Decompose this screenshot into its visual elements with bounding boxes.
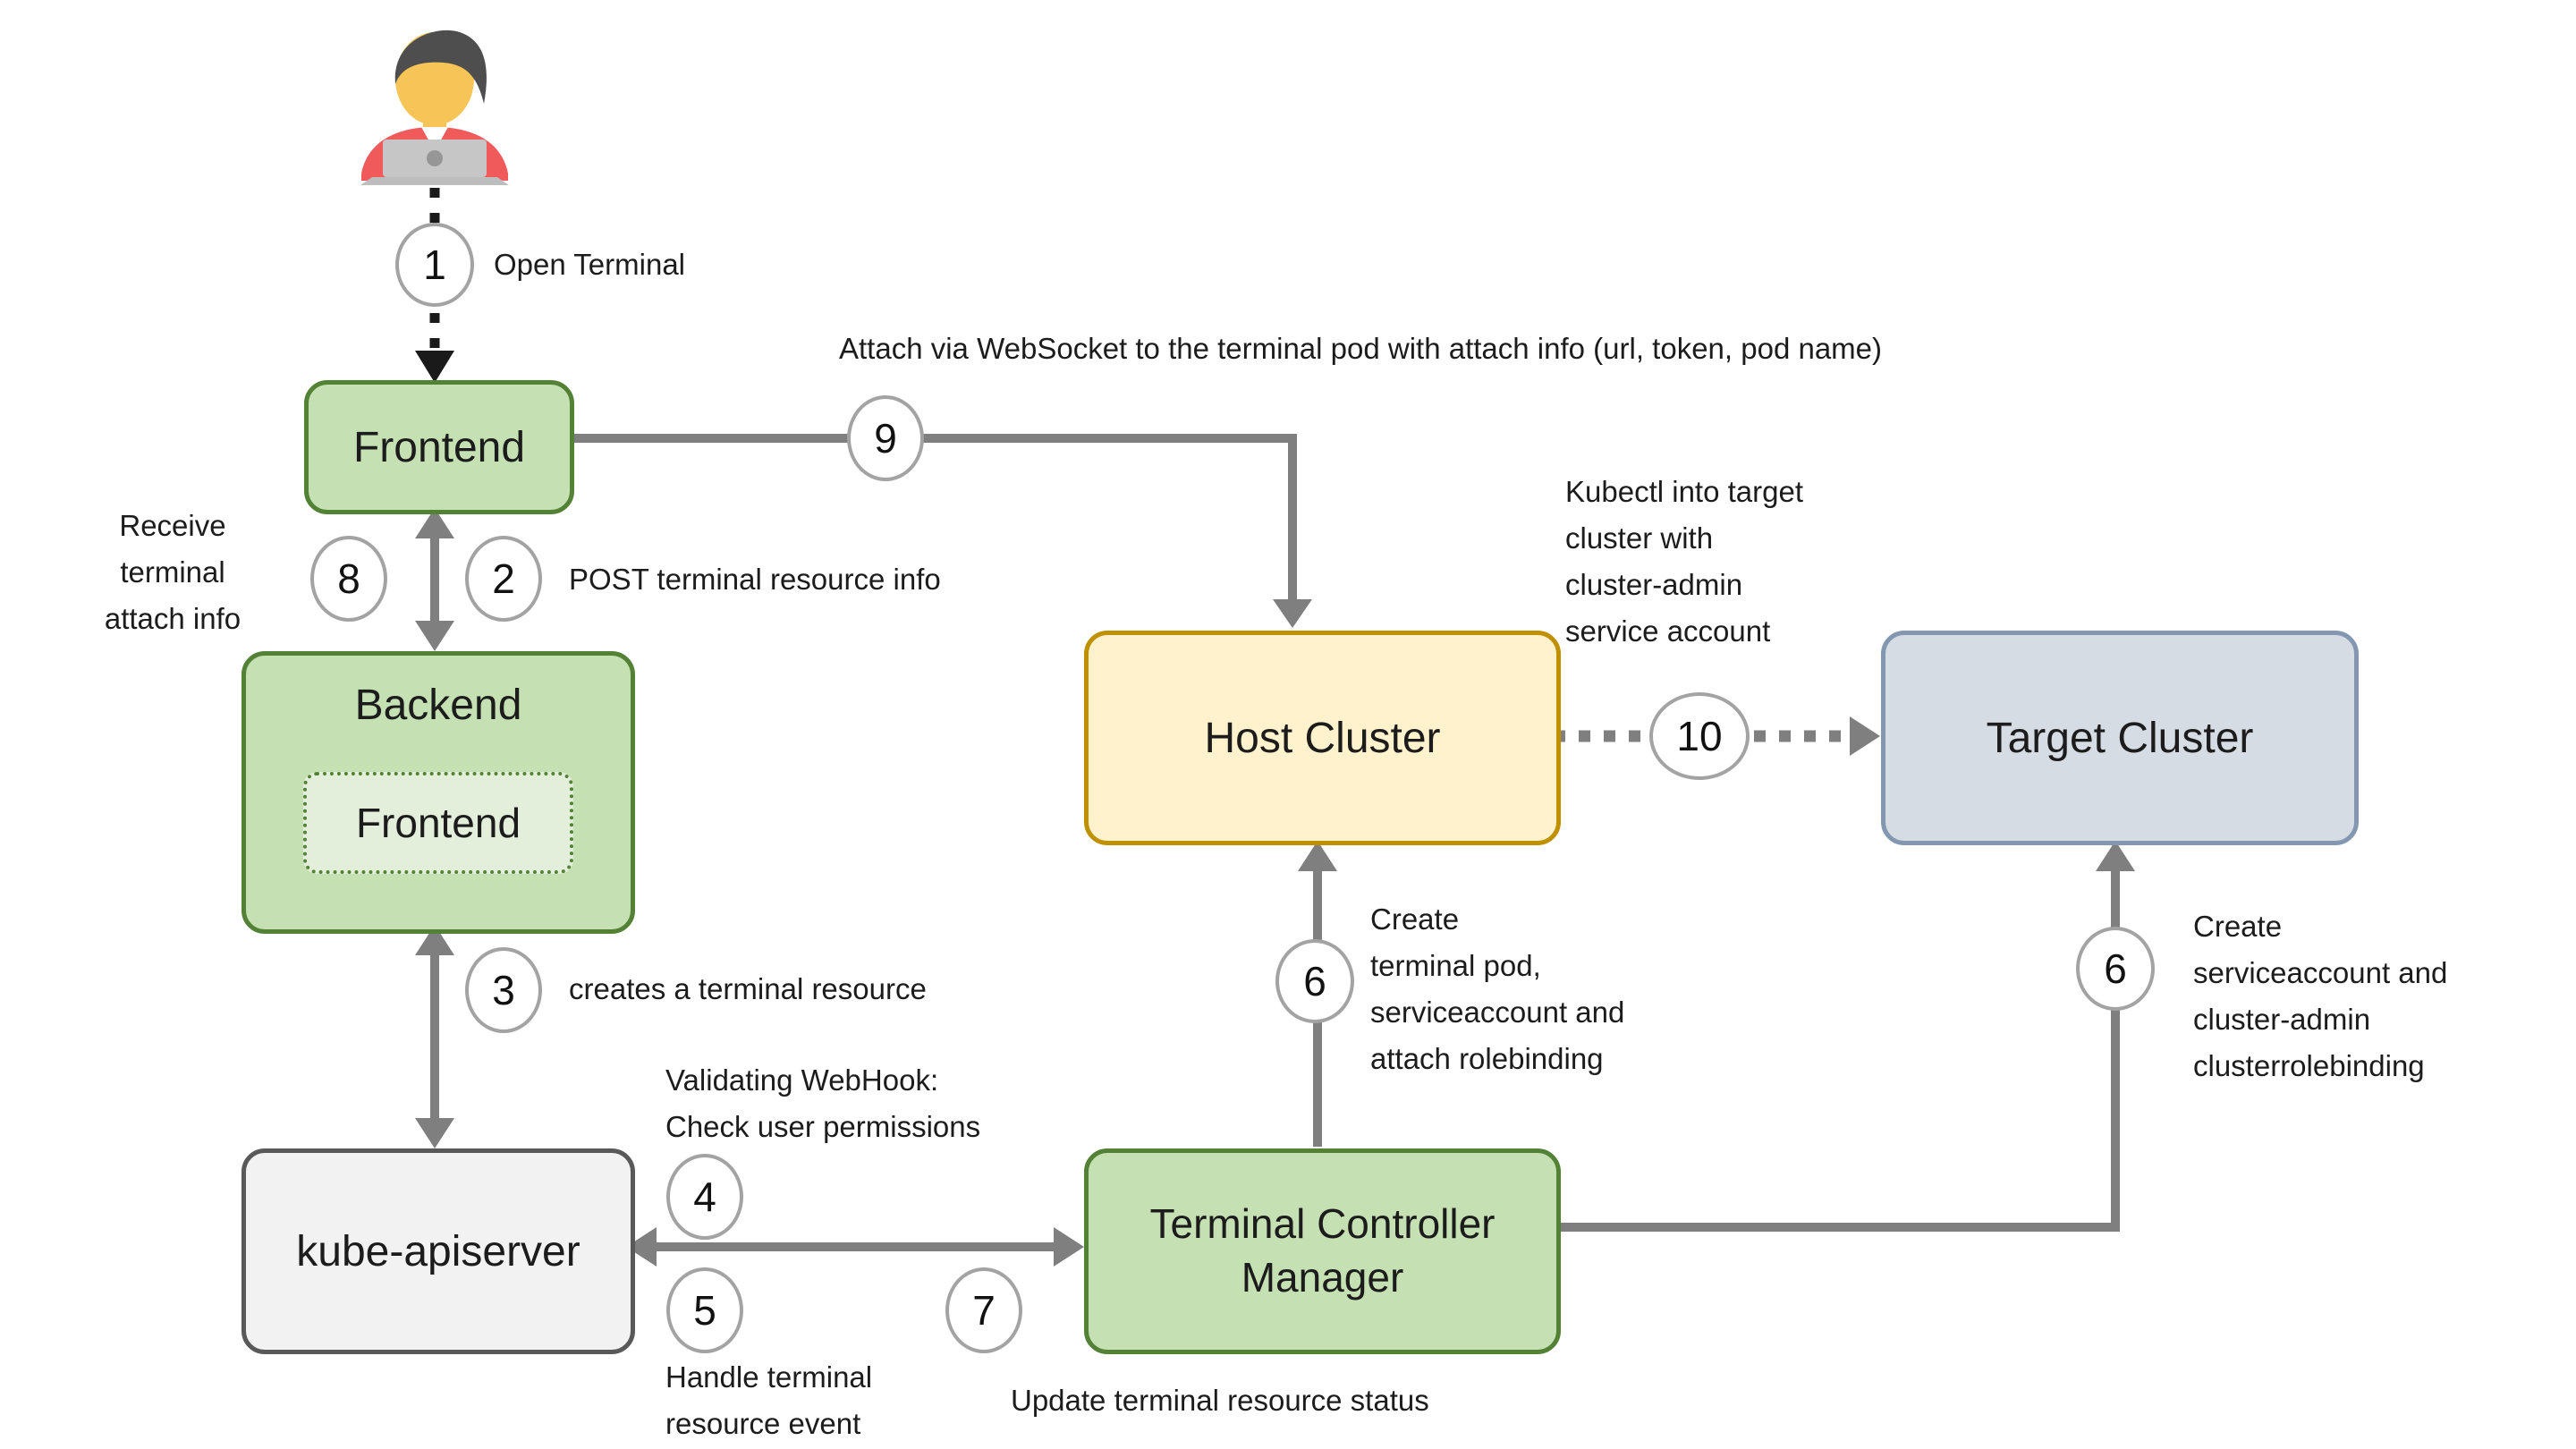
label-handle-event: Handle terminal resource event <box>665 1360 873 1440</box>
arrow-tcm-target <box>1554 841 2135 1232</box>
node-frontend: Frontend <box>304 380 574 514</box>
step-circle-6-target: 6 <box>2076 927 2155 1011</box>
step-circle-4: 4 <box>666 1154 743 1240</box>
step-circle-5: 5 <box>666 1267 743 1353</box>
node-target-cluster-label: Target Cluster <box>1986 714 2254 762</box>
step-circle-1: 1 <box>395 223 474 307</box>
label-kubectl-target: Kubectl into target cluster with cluster… <box>1565 475 1803 648</box>
node-target-cluster: Target Cluster <box>1881 631 2359 845</box>
node-backend: Backend Frontend <box>242 651 635 934</box>
node-kube-apiserver: kube-apiserver <box>242 1148 635 1354</box>
node-backend-label: Backend <box>354 682 522 729</box>
label-attach-websocket: Attach via WebSocket to the terminal pod… <box>839 332 1883 365</box>
step-circle-3: 3 <box>465 947 542 1033</box>
node-kube-apiserver-label: kube-apiserver <box>296 1227 580 1275</box>
label-create-sa: Create serviceaccount and cluster-admin … <box>2193 910 2448 1082</box>
step-circle-9: 9 <box>847 395 924 481</box>
node-host-cluster: Host Cluster <box>1084 631 1561 845</box>
node-backend-frontend: Frontend <box>303 772 573 874</box>
step-circle-6-host: 6 <box>1275 939 1354 1023</box>
label-update-status: Update terminal resource status <box>1011 1384 1429 1417</box>
label-validating-webhook: Validating WebHook: Check user permissio… <box>665 1063 981 1143</box>
node-tcm-label: Terminal Controller Manager <box>1149 1200 1496 1301</box>
step-circle-8: 8 <box>310 536 387 622</box>
node-terminal-controller-manager: Terminal Controller Manager <box>1084 1148 1561 1354</box>
user-at-laptop-icon <box>360 30 509 185</box>
label-creates-resource: creates a terminal resource <box>569 972 927 1005</box>
node-backend-frontend-label: Frontend <box>355 800 521 846</box>
label-receive-attach: Receive terminal attach info <box>104 509 242 635</box>
label-post-info: POST terminal resource info <box>569 563 941 596</box>
arrow-frontend-backend <box>415 508 454 651</box>
label-create-pod: Create terminal pod, serviceaccount and … <box>1370 902 1625 1075</box>
step-circle-2: 2 <box>465 536 542 622</box>
arrow-backend-apiserver <box>415 925 454 1148</box>
node-host-cluster-label: Host Cluster <box>1204 714 1441 762</box>
label-open-terminal: Open Terminal <box>494 248 686 281</box>
arrow-apiserver-tcm <box>626 1227 1084 1267</box>
node-frontend-label: Frontend <box>352 423 526 471</box>
arrow-websocket-attach <box>569 434 1312 628</box>
step-circle-10: 10 <box>1649 692 1750 780</box>
step-circle-7: 7 <box>945 1267 1022 1353</box>
